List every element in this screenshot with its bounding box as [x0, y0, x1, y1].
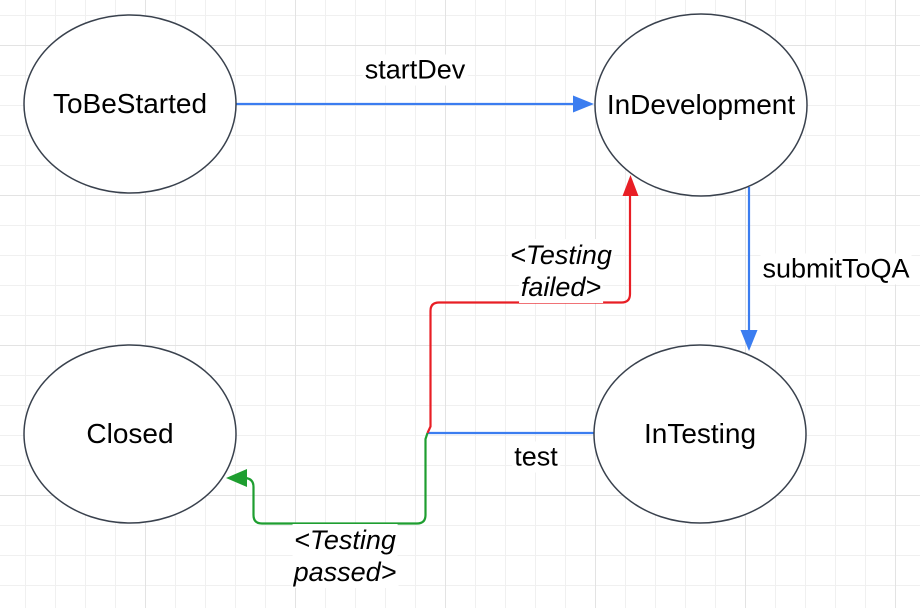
edge-submit-to-qa[interactable]	[740, 187, 758, 351]
state-label-closed[interactable]: Closed	[86, 418, 174, 449]
edge-label-submit-to-qa[interactable]: submitToQA	[760, 253, 912, 285]
edge-testing-failed[interactable]	[426, 175, 639, 434]
edge-label-testing-passed[interactable]: <Testing passed>	[291, 524, 399, 588]
edge-start-dev[interactable]	[236, 95, 594, 113]
edge-label-start-dev-text[interactable]: startDev	[362, 54, 468, 86]
state-node-to-be-started[interactable]	[23, 14, 237, 194]
edge-testing-failed-line[interactable]	[426, 194, 632, 434]
state-label-in-testing[interactable]: InTesting	[643, 418, 757, 449]
state-label-in-development[interactable]: InDevelopment	[606, 89, 796, 120]
edge-label-testing-passed-line2[interactable]: passed>	[291, 556, 399, 588]
state-label-to-be-started[interactable]: ToBeStarted	[52, 88, 208, 119]
state-node-in-development[interactable]	[594, 13, 808, 197]
edge-submit-to-qa-arrowhead[interactable]	[740, 330, 758, 351]
state-node-closed[interactable]	[23, 344, 237, 524]
edge-testing-passed-arrowhead[interactable]	[226, 469, 247, 487]
edge-testing-passed-line[interactable]	[243, 432, 429, 525]
edge-label-testing-failed-line1[interactable]: <Testing	[508, 239, 614, 271]
edge-testing-failed-arrowhead[interactable]	[622, 175, 639, 196]
edge-label-start-dev[interactable]: startDev	[362, 54, 468, 86]
edge-label-test[interactable]: test	[512, 441, 560, 473]
edge-label-testing-failed[interactable]: <Testing failed>	[508, 239, 614, 303]
edge-label-testing-failed-line2[interactable]: failed>	[518, 271, 604, 303]
edge-testing-passed[interactable]	[226, 432, 429, 525]
edge-label-testing-passed-line1[interactable]: <Testing	[292, 524, 398, 556]
edge-label-test-text[interactable]: test	[512, 441, 560, 473]
state-node-in-testing[interactable]	[593, 344, 807, 524]
edge-start-dev-arrowhead[interactable]	[573, 95, 594, 113]
edge-label-submit-to-qa-text[interactable]: submitToQA	[760, 253, 912, 285]
